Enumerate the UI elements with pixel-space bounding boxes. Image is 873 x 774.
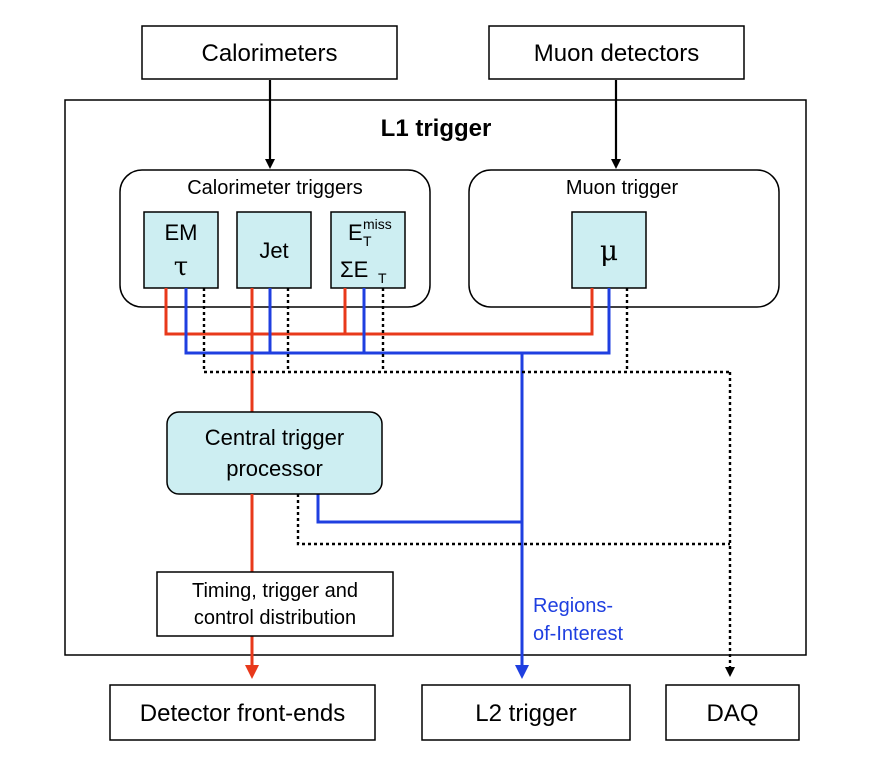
muon-detectors-box: Muon detectors [488,25,745,80]
sumet-base: ΣE [340,257,368,282]
mu-label: μ [600,234,618,267]
central-trigger-processor-box: Central trigger processor [166,411,383,495]
calorimeters-box: Calorimeters [141,25,398,80]
roi-label-line1: Regions- [533,595,613,617]
l1-trigger-title: L1 trigger [381,115,492,142]
jet-box: Jet [236,211,312,289]
roi-label-line2: of-Interest [533,623,623,645]
etmiss-sumet-box: E miss T ΣE T [330,211,406,289]
etmiss-sub: T [363,233,372,249]
daq-box: DAQ [665,684,800,741]
tau-label: τ [174,252,188,282]
frontends-label: Detector front-ends [140,700,345,727]
daq-label: DAQ [706,700,758,727]
ttc-line1: Timing, trigger and [192,580,358,602]
dotted-readout-lines [202,288,730,546]
em-tau-box: EM τ [143,211,219,289]
muon-mu-box: μ [571,211,647,289]
ctp-line2: processor [226,456,323,481]
blue-roi-lines [184,288,611,524]
calorimeter-triggers-title: Calorimeter triggers [187,177,363,199]
muon-trigger-title: Muon trigger [566,177,679,199]
l2-label: L2 trigger [475,700,576,727]
ctp-line1: Central trigger [205,425,344,450]
sumet-sub: T [378,270,387,286]
detector-frontends-box: Detector front-ends [109,684,376,741]
l2-trigger-box: L2 trigger [421,684,631,741]
em-label: EM [165,220,198,245]
ttc-line2: control distribution [194,607,356,629]
etmiss-sup: miss [363,216,392,232]
muon-detectors-label: Muon detectors [534,40,699,67]
ttc-distribution-box: Timing, trigger and control distribution [156,571,394,637]
etmiss-base: E [348,220,363,245]
calorimeters-label: Calorimeters [201,40,337,67]
jet-label: Jet [259,238,288,263]
